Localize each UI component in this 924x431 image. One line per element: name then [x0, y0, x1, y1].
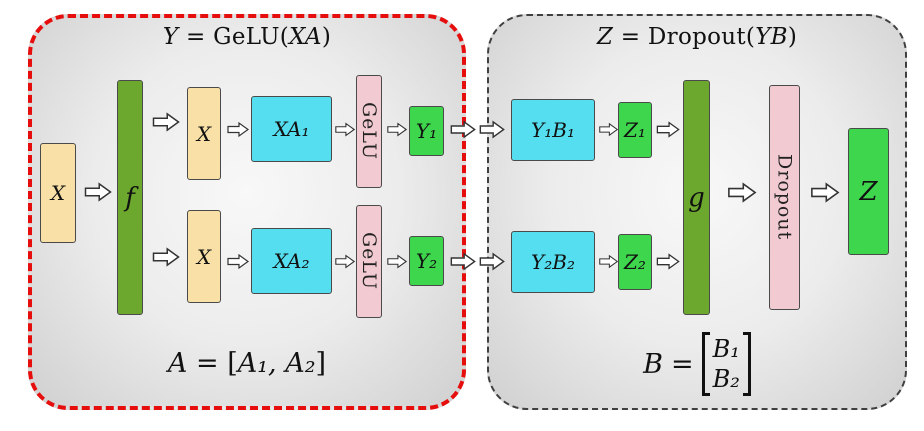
arrow-right-icon: [152, 247, 180, 267]
input-x-box: X: [40, 143, 76, 243]
y2b2-matmul-box: Y₂B₂: [511, 231, 595, 293]
f-operator-box: f: [117, 80, 143, 315]
arrow-right-icon: [599, 254, 619, 269]
arrow-right-icon: [656, 121, 680, 138]
y2-output-box: Y₂: [409, 236, 444, 286]
title-var: Z: [596, 24, 614, 50]
arrow-right-icon: [728, 182, 757, 203]
gelu-box-2: GeLU: [356, 205, 382, 318]
y1-output-box: Y₁: [409, 106, 444, 156]
xa1-matmul-box: XA₁: [251, 96, 332, 162]
gelu-panel-title: Y = GeLU(XA): [162, 24, 332, 50]
y1b1-matmul-box: Y₁B₁: [511, 99, 595, 161]
g-operator-box: g: [683, 80, 710, 315]
arrow-right-icon: [450, 252, 476, 271]
arrow-right-icon: [335, 122, 356, 137]
weight-a-formula: A = [A₁, A₂]: [167, 348, 327, 379]
arrow-right-icon: [479, 252, 505, 271]
arrow-right-icon: [811, 182, 840, 203]
z-output-box: Z: [848, 128, 889, 255]
xa2-matmul-box: XA₂: [251, 228, 332, 294]
arrow-right-icon: [387, 122, 408, 137]
left-bracket: [701, 332, 710, 396]
x-shard-box-1: X: [187, 87, 221, 180]
arrow-right-icon: [152, 112, 180, 132]
gelu-box-1: GeLU: [356, 75, 382, 188]
x-shard-box-2: X: [187, 210, 221, 303]
arrow-right-icon: [656, 253, 680, 270]
weight-b-formula: B = B₁ B₂: [487, 332, 907, 396]
gelu-panel: [28, 14, 466, 410]
dropout-box: Dropout: [769, 85, 800, 310]
z1-partial-box: Z₁: [618, 102, 652, 158]
arrow-right-icon: [227, 253, 250, 270]
arrow-right-icon: [335, 254, 356, 269]
right-bracket: [742, 332, 751, 396]
column-vector: B₁ B₂: [701, 332, 751, 396]
arrow-right-icon: [450, 120, 476, 139]
title-var: Y: [162, 24, 179, 50]
arrow-right-icon: [599, 122, 619, 137]
arrow-right-icon: [227, 121, 250, 138]
arrow-right-icon: [387, 254, 408, 269]
arrow-right-icon: [84, 182, 112, 202]
dropout-panel-title: Z = Dropout(YB): [596, 24, 798, 50]
arrow-right-icon: [479, 120, 505, 139]
z2-partial-box: Z₂: [618, 234, 652, 290]
